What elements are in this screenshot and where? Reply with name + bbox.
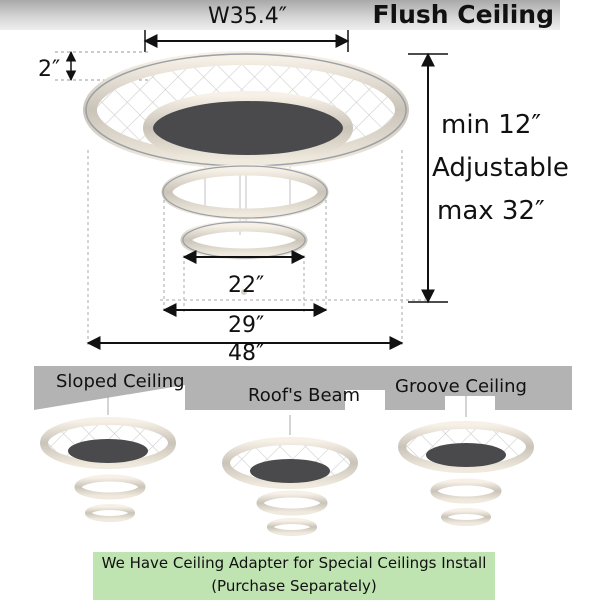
note-line-1: We Have Ceiling Adapter for Special Ceil… [101, 554, 487, 572]
beam-ceiling-label: Roof's Beam [248, 385, 361, 406]
max-height-label: max 32″ [437, 196, 545, 226]
beam-ceiling-chandelier [222, 415, 358, 536]
note-line-2: (Purchase Separately) [211, 577, 377, 595]
sloped-ceiling-label: Sloped Ceiling [56, 371, 185, 392]
diameter-large-label: 48″ [228, 341, 265, 366]
groove-ceiling-label: Groove Ceiling [395, 376, 527, 397]
chandelier-illustration [83, 51, 409, 295]
diameter-mid-label: 29″ [228, 313, 265, 338]
width-label: W35.4″ [208, 4, 287, 29]
adjustable-label: Adjustable [432, 153, 569, 183]
canopy-height-label: 2″ [38, 57, 61, 82]
special-ceiling-chandeliers [40, 395, 534, 536]
sloped-ceiling-chandelier [40, 395, 176, 522]
chandelier-dimension-diagram [55, 30, 448, 350]
adjustable-height-dimension [408, 52, 448, 304]
diameter-small-label: 22″ [228, 273, 265, 298]
ceiling-adapter-note: We Have Ceiling Adapter for Special Ceil… [93, 552, 495, 600]
min-height-label: min 12″ [441, 110, 542, 140]
width-dimension [143, 30, 350, 52]
flush-ceiling-bar [0, 0, 560, 30]
groove-ceiling-chandelier [398, 395, 534, 526]
sloped-ceiling-shape [34, 366, 185, 410]
flush-ceiling-label: Flush Ceiling [372, 0, 554, 29]
special-ceilings-band [34, 366, 572, 410]
groove-ceiling-shape [445, 396, 495, 410]
